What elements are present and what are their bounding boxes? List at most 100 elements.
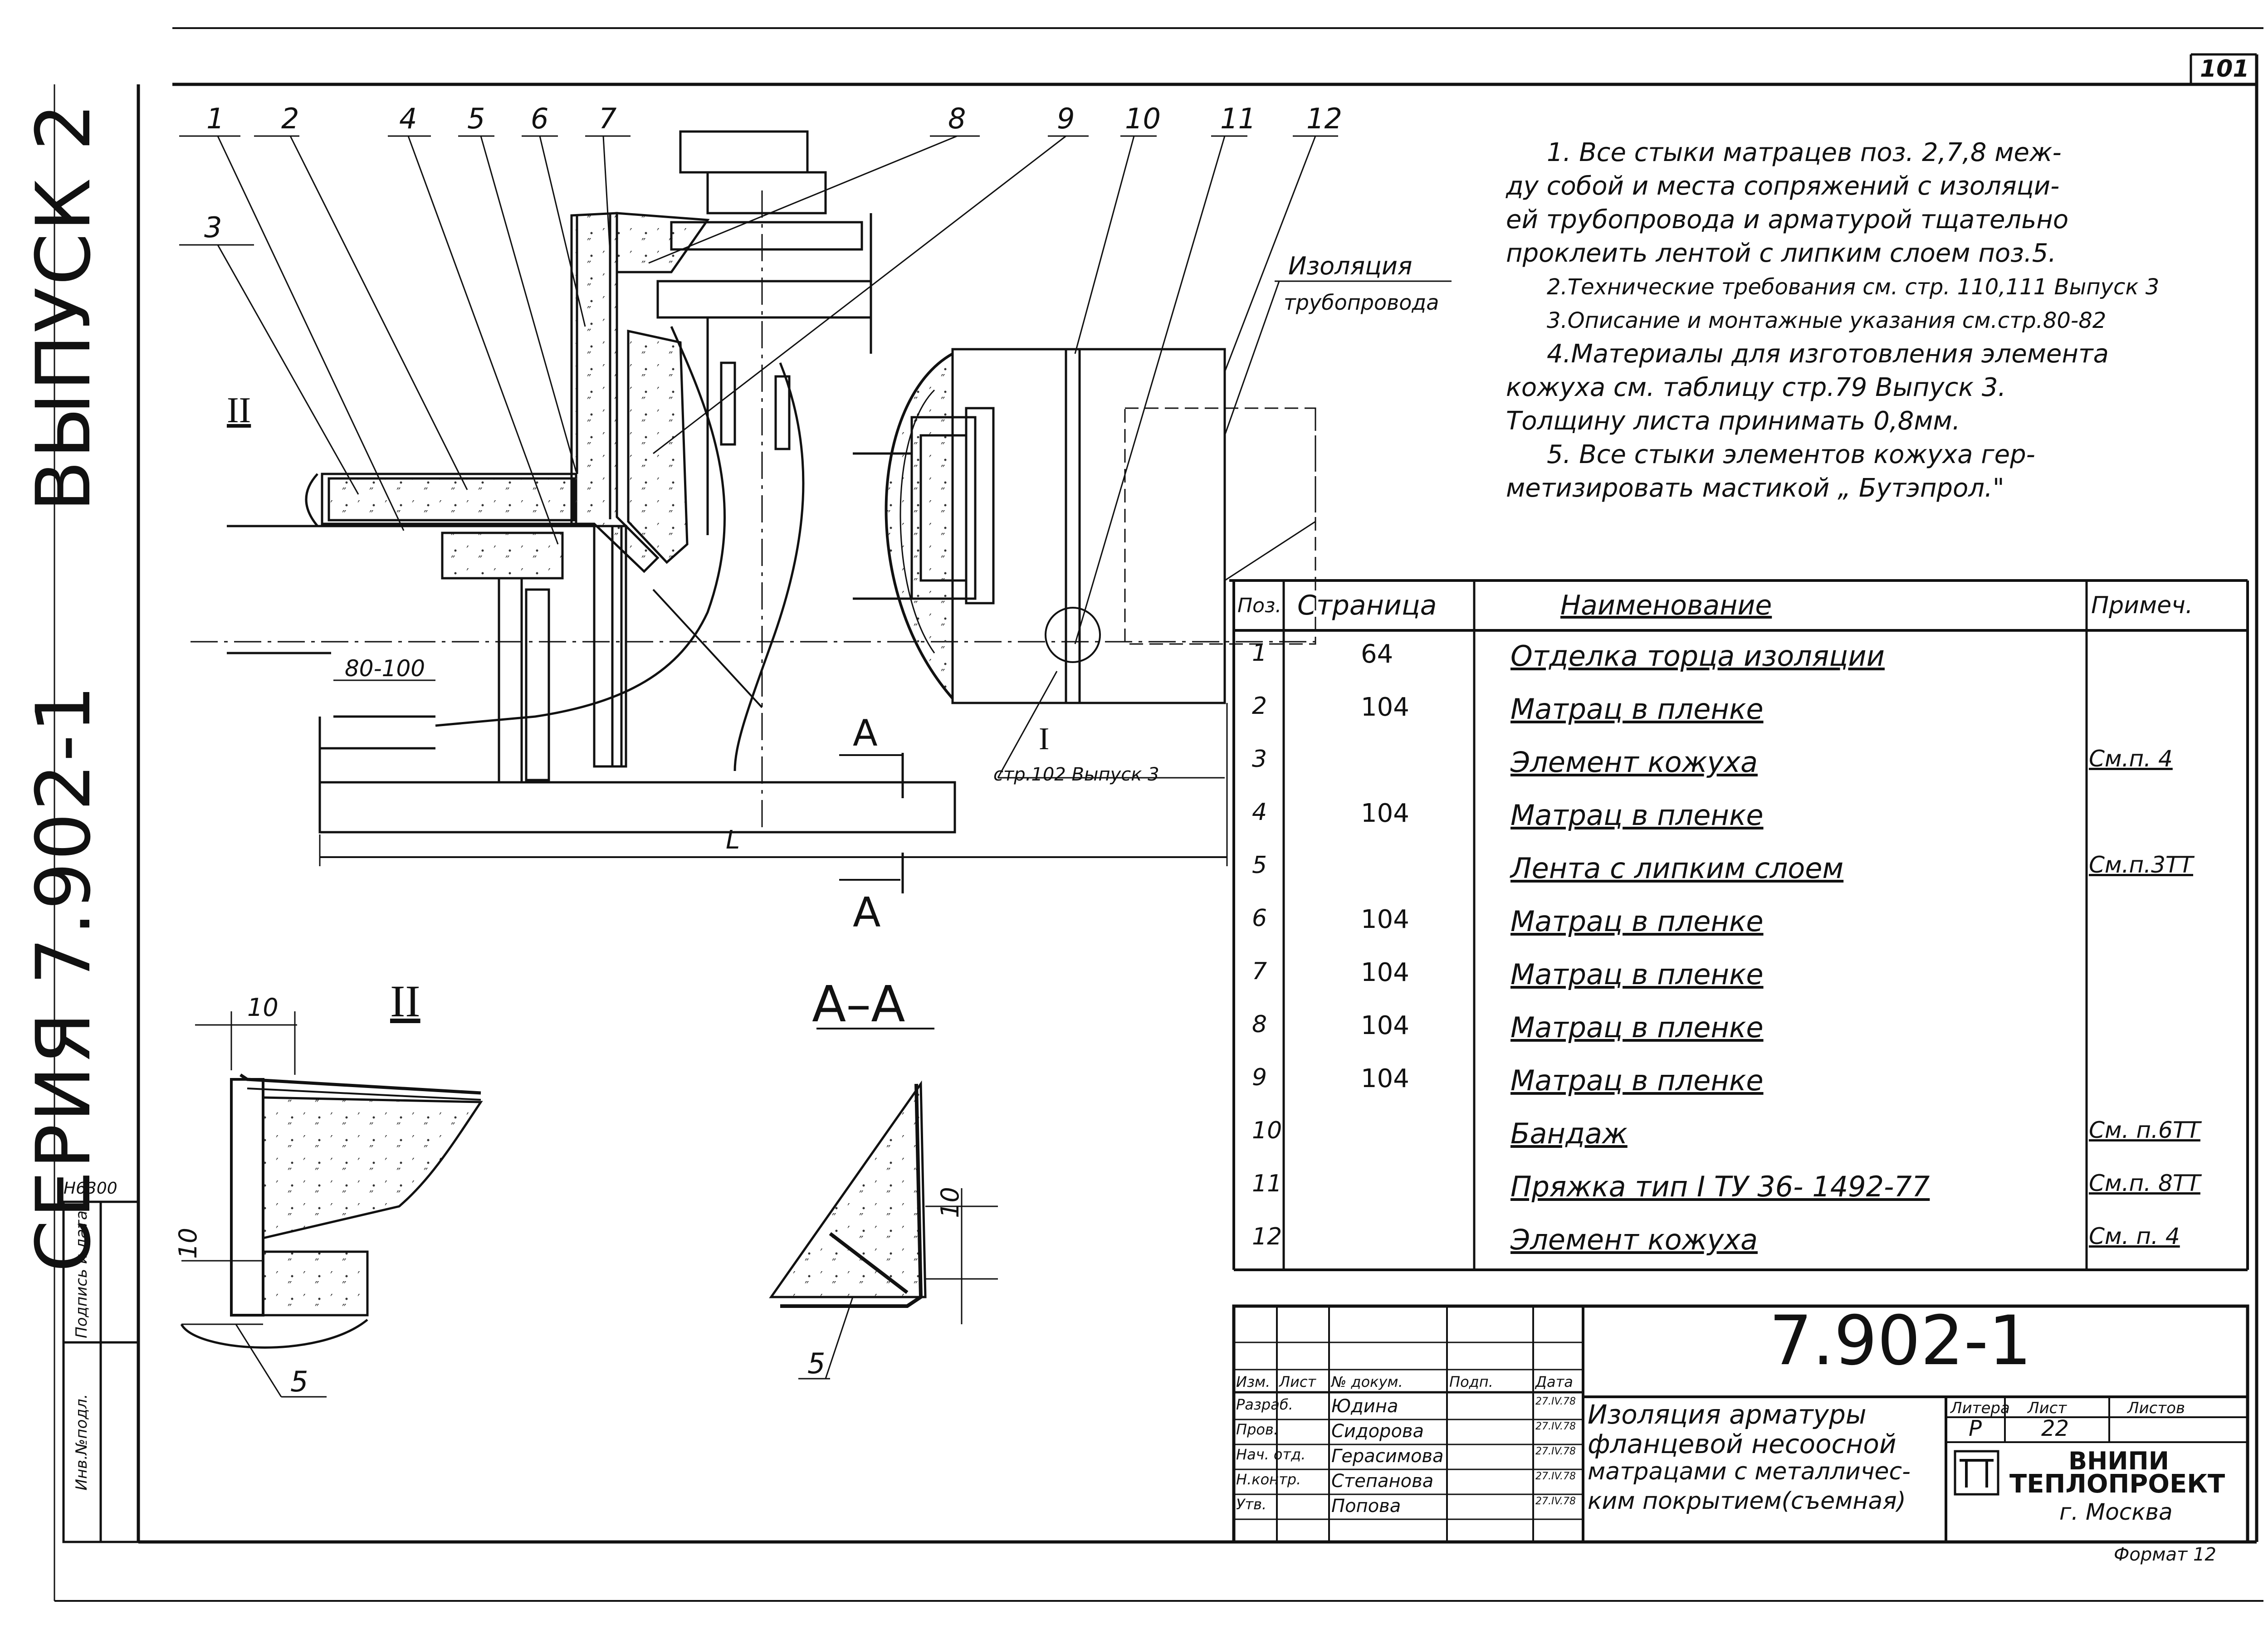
spec-cell-note: См. п.6ТТ (2089, 1117, 2200, 1143)
note-line: 4.Материалы для изготовления элемента (1547, 339, 2109, 369)
tb-org-2: ТЕПЛОПРОЕКТ (2009, 1469, 2225, 1499)
spec-cell-note: См.п.3ТТ (2089, 852, 2194, 878)
tb-role: Н.контр. (1236, 1471, 1301, 1488)
dim-10-top: 10 (247, 993, 279, 1022)
section-A-A-drawing (769, 1080, 998, 1380)
note-line: метизировать мастикой „ Бутэпрол." (1506, 473, 2004, 503)
spec-cell-name: Элемент кожуха (1510, 746, 1758, 779)
spec-cell-pos: 7 (1252, 958, 1267, 985)
spec-cell-name: Матрац в пленке (1510, 958, 1764, 991)
callout-9: 9 (1057, 102, 1075, 135)
spec-cell-name: Матрац в пленке (1510, 799, 1764, 832)
spec-cell-name: Отделка торца изоляции (1510, 639, 1885, 673)
spec-cell-name: Матрац в пленке (1510, 693, 1764, 726)
section-title-A-A: А–А (812, 975, 905, 1033)
spec-cell-name: Бандаж (1510, 1117, 1628, 1150)
spec-cell-pos: 11 (1252, 1170, 1282, 1197)
tb-name: Юдина (1331, 1396, 1398, 1417)
spec-cell-pos: 6 (1252, 905, 1267, 932)
spec-cell-page: 104 (1361, 799, 1409, 828)
spec-cell-name: Пряжка тип I ТУ 36- 1492-77 (1510, 1170, 1930, 1203)
note-line: 2.Технические требования см. стр. 110,11… (1547, 274, 2160, 300)
spec-cell-note: См.п. 4 (2089, 746, 2173, 772)
tb-name: Степанова (1331, 1471, 1434, 1492)
spec-cell-pos: 4 (1252, 799, 1267, 826)
spec-cell-pos: 2 (1252, 693, 1267, 720)
note-line: 3.Описание и монтажные указания см.стр.8… (1547, 308, 2107, 333)
spec-cell-name: Матрац в пленке (1510, 1064, 1764, 1097)
tb-col-header: № докум. (1331, 1373, 1403, 1390)
spec-cell-pos: 3 (1252, 746, 1267, 773)
doc-code: 7.902-1 (1769, 1302, 2032, 1380)
spec-cell-name: Матрац в пленке (1510, 1011, 1764, 1044)
callout-6: 6 (531, 102, 549, 135)
spec-cell-pos: 12 (1252, 1223, 1282, 1250)
page-number: 101 (2200, 55, 2249, 83)
note-line: Толщину листа принимать 0,8мм. (1506, 406, 1960, 436)
tb-title-line: ким покрытием(съемная) (1588, 1488, 1906, 1515)
pos5-label-section: 5 (807, 1347, 826, 1380)
note-line: проклеить лентой с липким слоем поз.5. (1506, 239, 2057, 268)
tb-litera: Р (1969, 1416, 1982, 1441)
tb-title-line: Изоляция арматуры (1588, 1399, 1867, 1430)
callout-1: 1 (206, 102, 225, 135)
detail-II-drawing (180, 1011, 483, 1398)
spec-cell-pos: 9 (1252, 1064, 1267, 1091)
callout-2: 2 (281, 102, 299, 135)
callout-4: 4 (399, 102, 417, 135)
side-stamp-code: Н6300 (64, 1179, 117, 1198)
callout-12: 12 (1306, 102, 1342, 135)
tb-date: 27.IV.78 (1535, 1396, 1576, 1407)
tb-name: Герасимова (1331, 1446, 1444, 1467)
section-mark-A-top: А (853, 712, 878, 754)
tb-col-header: Изм. (1236, 1373, 1271, 1390)
tb-date: 27.IV.78 (1535, 1421, 1576, 1432)
tb-sheet: 22 (2041, 1416, 2069, 1441)
spec-cell-page: 104 (1361, 905, 1409, 934)
general-notes: 1. Все стыки матрацев поз. 2,7,8 меж- ду… (1506, 136, 2159, 505)
pos5-label-detail: 5 (290, 1365, 308, 1398)
note-line: кожуха см. таблицу стр.79 Выпуск 3. (1506, 373, 2006, 402)
detail-I-mark: I (1039, 722, 1050, 756)
tb-role: Пров. (1236, 1421, 1278, 1438)
tb-sheets-header: Листов (2127, 1399, 2185, 1417)
tb-format: Формат 12 (2114, 1544, 2216, 1565)
callout-3: 3 (204, 211, 222, 244)
pipe-label-line2: трубопровода (1284, 290, 1439, 315)
callout-10: 10 (1125, 102, 1161, 135)
tb-col-header: Подп. (1449, 1373, 1493, 1390)
tb-title-line: матрацами с металличес- (1588, 1458, 1911, 1485)
tb-sheet-header: Лист (2028, 1399, 2067, 1417)
spec-cell-page: 104 (1361, 1064, 1409, 1093)
tb-role: Утв. (1236, 1496, 1267, 1513)
title-block-grid (1232, 1304, 2249, 1544)
side-title-issue: ВЫПУСК 2 (20, 101, 107, 512)
note-line: 5. Все стыки элементов кожуха гер- (1547, 440, 2035, 469)
tb-org-3: г. Москва (2059, 1499, 2173, 1525)
spec-cell-name: Лента с липким слоем (1510, 852, 1844, 885)
spec-cell-pos: 10 (1252, 1117, 1282, 1144)
tb-litera-header: Литера (1950, 1399, 2010, 1417)
spec-cell-page: 104 (1361, 1011, 1409, 1040)
tb-date: 27.IV.78 (1535, 1471, 1576, 1482)
spec-cell-pos: 1 (1252, 639, 1267, 667)
callout-8: 8 (948, 102, 966, 135)
side-title-series: СЕРИЯ 7.902-1 (20, 683, 107, 1273)
spec-header-name: Наименование (1560, 590, 1772, 621)
spec-cell-note: См.п. 8ТТ (2089, 1170, 2200, 1196)
spec-cell-page: 104 (1361, 693, 1409, 722)
tb-col-header: Лист (1279, 1373, 1316, 1390)
side-stamp-frame (62, 1200, 140, 1543)
dim-10-section: 10 (935, 1187, 964, 1218)
spec-cell-name: Матрац в пленке (1510, 905, 1764, 938)
tb-role: Нач. отд. (1236, 1446, 1306, 1463)
ref-text: стр.102 Выпуск 3 (993, 764, 1159, 785)
tb-date: 27.IV.78 (1535, 1446, 1576, 1457)
tb-name: Сидорова (1331, 1421, 1424, 1442)
spec-cell-name: Элемент кожуха (1510, 1223, 1758, 1256)
side-stamp-cell2: Подпись и дата (73, 1210, 91, 1338)
tb-name: Попова (1331, 1496, 1401, 1517)
tb-role: Разраб. (1236, 1396, 1293, 1413)
tb-org-1: ВНИПИ (2068, 1447, 2169, 1475)
spec-header-note: Примеч. (2091, 592, 2193, 619)
